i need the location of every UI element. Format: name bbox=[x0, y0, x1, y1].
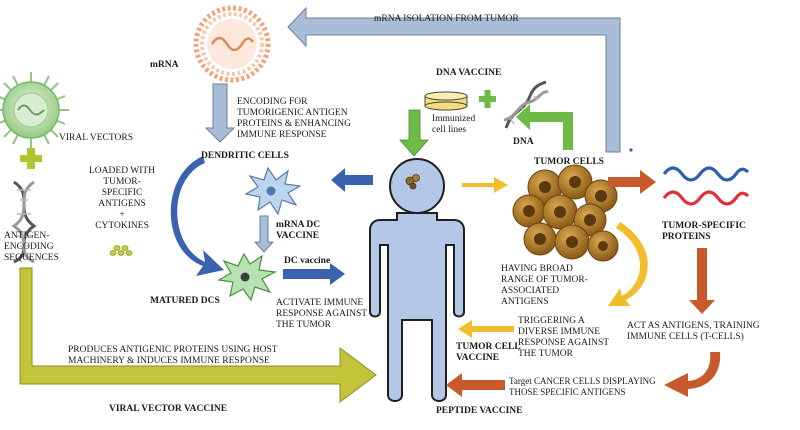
viral-vector-arrow bbox=[19, 267, 377, 403]
target-cancer-label: Target CANCER CELLS DISPLAYING THOSE SPE… bbox=[509, 376, 656, 397]
mrna-isolation-arrow bbox=[287, 6, 621, 153]
produces-label: PRODUCES ANTIGENIC PROTEINS USING HOST M… bbox=[68, 345, 278, 366]
stray-dot bbox=[629, 148, 633, 152]
dna-vaccine-arrow bbox=[399, 109, 429, 157]
immunized-cell-lines-label: Immunized cell lines bbox=[432, 114, 476, 135]
matured-dcs-label: MATURED DCS bbox=[150, 296, 220, 306]
dna-vaccine-label: DNA VACCINE bbox=[436, 68, 502, 78]
viral-vector-icon bbox=[0, 72, 69, 148]
proteins-to-antigens-arrow bbox=[689, 248, 715, 314]
plus-icon bbox=[479, 90, 496, 108]
human-figure-icon bbox=[369, 158, 465, 402]
dc-vaccine-arrow bbox=[283, 263, 345, 285]
tumor-to-proteins-arrow bbox=[608, 170, 656, 194]
mrna-label: mRNA bbox=[150, 60, 179, 70]
broad-range-label: HAVING BROAD RANGE OF TUMOR- ASSOCIATED … bbox=[501, 264, 588, 307]
antigens-to-target-arrow bbox=[664, 352, 721, 397]
viral-vectors-label: VIRAL VECTORS bbox=[59, 133, 133, 143]
petri-dish-icon bbox=[424, 91, 468, 111]
tumor-cell-vaccine-label: TUMOR CELL VACCINE bbox=[456, 342, 521, 363]
dna-helix-icon bbox=[11, 180, 37, 264]
cytokine-dots-icon bbox=[109, 245, 133, 256]
tumor-curved-arrow bbox=[608, 222, 648, 306]
loaded-with-label: LOADED WITH TUMOR- SPECIFIC ANTIGENS + C… bbox=[89, 166, 156, 231]
matured-dc-icon bbox=[217, 252, 277, 302]
dc-vaccine-label: DC vaccine bbox=[284, 256, 331, 266]
peptide-vaccine-arrow bbox=[446, 373, 505, 397]
activate-immune-label: ACTIVATE IMMUNE RESPONSE AGAINST THE TUM… bbox=[276, 298, 368, 330]
plus-icon bbox=[20, 148, 42, 169]
tumor-cell-vaccine-arrow bbox=[458, 320, 514, 338]
protein-strands-icon bbox=[662, 166, 750, 206]
human-to-tumor-arrow bbox=[462, 177, 508, 193]
mrna-liposome-icon bbox=[193, 5, 271, 83]
dendritic-cells-label: DENDRITIC CELLS bbox=[201, 151, 289, 161]
antigen-encoding-label: ANTIGEN- ENCODING SEQUENCES bbox=[4, 231, 59, 263]
act-as-antigens-label: ACT AS ANTIGENS, TRAINING IMMUNE CELLS (… bbox=[627, 321, 760, 342]
mrna-dc-vaccine-label: mRNA DC VACCINE bbox=[276, 220, 321, 241]
mrna-to-dc-arrow bbox=[204, 83, 236, 143]
dendritic-cell-icon bbox=[244, 166, 302, 216]
encoding-label: ENCODING FOR TUMORIGENIC ANTIGEN PROTEIN… bbox=[237, 97, 351, 140]
dna-label: DNA bbox=[513, 137, 534, 147]
mrna-dc-arrow bbox=[253, 215, 275, 253]
triggering-label: TRIGGERING A DIVERSE IMMUNE RESPONSE AGA… bbox=[518, 316, 610, 359]
tumor-to-dna-arrow bbox=[516, 104, 573, 150]
mrna-isolation-label: mRNA ISOLATION FROM TUMOR bbox=[374, 14, 519, 24]
dc-maturation-curved-arrow bbox=[170, 156, 224, 276]
tumor-cells-label: TUMOR CELLS bbox=[534, 157, 604, 167]
peptide-vaccine-label: PEPTIDE VACCINE bbox=[436, 406, 523, 416]
tumor-cells-icon bbox=[512, 164, 619, 262]
human-to-dc-arrow bbox=[331, 168, 373, 192]
viral-vector-vaccine-label: VIRAL VECTOR VACCINE bbox=[109, 404, 228, 414]
tumor-specific-proteins-label: TUMOR-SPECIFIC PROTEINS bbox=[662, 221, 746, 242]
